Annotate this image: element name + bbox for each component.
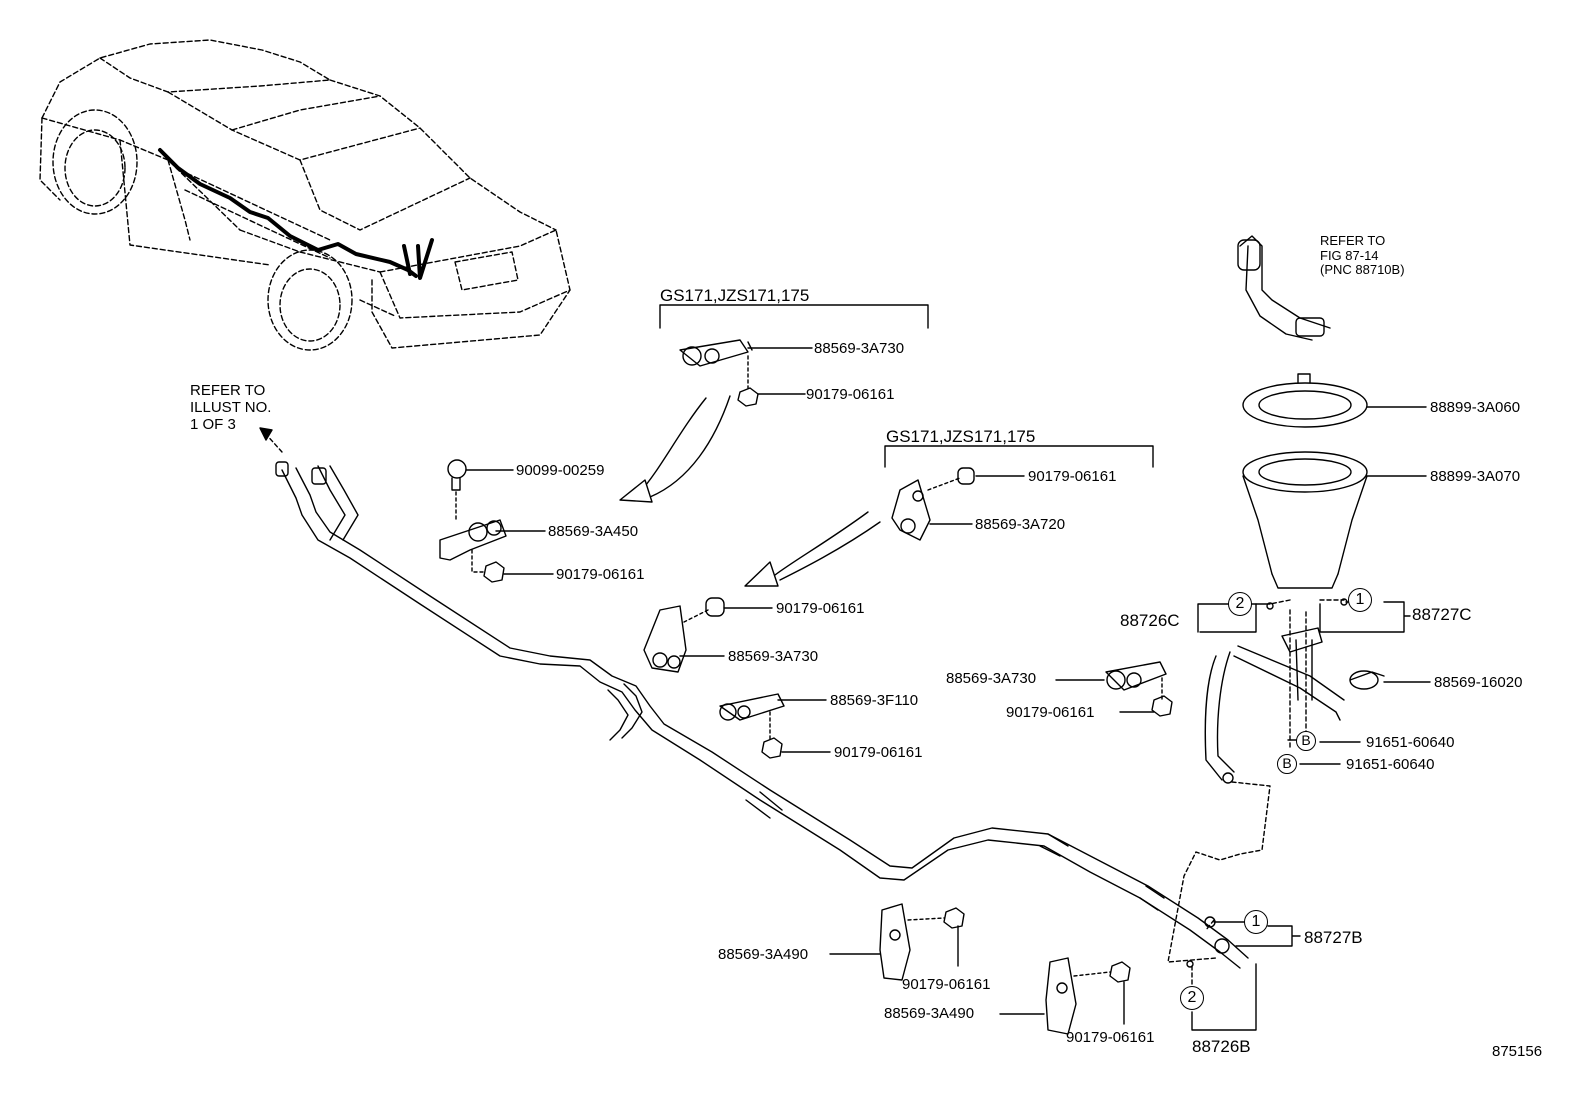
part-90179-06161-h[interactable]: 90179-06161	[1066, 1029, 1155, 1046]
fuel-inlet-hose	[1237, 235, 1331, 341]
refer-illust-label: REFER TO ILLUST NO. 1 OF 3	[190, 382, 272, 433]
part-88726B[interactable]: 88726B	[1192, 1037, 1251, 1056]
refer-arrowhead	[259, 427, 273, 441]
part-90179-06161-g[interactable]: 90179-06161	[902, 976, 991, 993]
refer-fig-label: REFER TO FIG 87-14 (PNC 88710B)	[1320, 233, 1405, 278]
grommet-c	[705, 597, 725, 617]
fuel-pipe-assembly	[275, 461, 1249, 969]
dashed-leaders-right	[1167, 599, 1345, 987]
part-88899-3A060[interactable]: 88899-3A060	[1430, 399, 1521, 416]
marker-2-upper: 2	[1228, 592, 1252, 616]
part-88727B[interactable]: 88727B	[1304, 928, 1363, 947]
nut-b	[483, 561, 505, 583]
part-90179-06161-f[interactable]: 90179-06161	[1006, 704, 1095, 721]
part-90179-06161-a[interactable]: 90179-06161	[806, 386, 895, 403]
part-88569-3A730-a[interactable]: 88569-3A730	[814, 340, 905, 357]
marker-2-lower: 2	[1180, 986, 1204, 1010]
part-91651-60640-a[interactable]: 91651-60640	[1366, 734, 1455, 751]
protector-3A070	[1242, 451, 1368, 589]
clip-3A730-a	[679, 339, 753, 367]
part-88569-3A450[interactable]: 88569-3A450	[548, 523, 639, 540]
part-88569-3A730-b[interactable]: 88569-3A730	[728, 648, 819, 665]
model-group-brackets	[659, 304, 1154, 468]
part-91651-60640-b[interactable]: 91651-60640	[1346, 756, 1435, 773]
clip-3A720	[891, 479, 931, 541]
nut-g	[943, 907, 965, 929]
leader-lines	[465, 347, 1431, 1031]
part-90179-06161-e[interactable]: 90179-06161	[834, 744, 923, 761]
clip-3A730-c	[1105, 661, 1167, 691]
part-88569-3A490-b[interactable]: 88569-3A490	[884, 1005, 975, 1022]
illustration-number: 875156	[1492, 1043, 1543, 1060]
grommet-d	[957, 467, 975, 485]
clip-3A490-a	[879, 903, 911, 981]
part-88569-16020[interactable]: 88569-16020	[1434, 674, 1523, 691]
part-88569-3A730-c[interactable]: 88569-3A730	[946, 670, 1037, 687]
nut-f	[1151, 695, 1173, 717]
part-88569-3A490-a[interactable]: 88569-3A490	[718, 946, 809, 963]
clip-3A730-b	[643, 605, 687, 673]
bolt-00259	[447, 459, 467, 491]
marker-b-upper: B	[1296, 731, 1316, 751]
model-group-label-2: GS171,JZS171,175	[886, 427, 1036, 446]
marker-b-lower: B	[1277, 754, 1297, 774]
band-clip-16020	[1349, 670, 1385, 690]
part-88569-3A720[interactable]: 88569-3A720	[975, 516, 1066, 533]
part-88727C[interactable]: 88727C	[1412, 605, 1472, 624]
part-90099-00259[interactable]: 90099-00259	[516, 462, 605, 479]
filler-pipe-connection	[1204, 627, 1345, 784]
car-illustration	[39, 39, 571, 351]
marker-1-upper: 1	[1348, 588, 1372, 612]
part-90179-06161-c[interactable]: 90179-06161	[776, 600, 865, 617]
nut-e	[761, 737, 783, 759]
pointer-arrows	[619, 395, 881, 587]
part-90179-06161-b[interactable]: 90179-06161	[556, 566, 645, 583]
clip-3A450	[439, 519, 507, 561]
part-88899-3A070[interactable]: 88899-3A070	[1430, 468, 1521, 485]
clip-3F110	[719, 693, 785, 721]
clip-3A490-b	[1045, 957, 1077, 1035]
nut-h	[1109, 961, 1131, 983]
retainer-ring-3A060	[1242, 373, 1368, 428]
car-fuel-line	[158, 148, 434, 280]
model-group-label-1: GS171,JZS171,175	[660, 286, 810, 305]
part-90179-06161-d[interactable]: 90179-06161	[1028, 468, 1117, 485]
part-88726C[interactable]: 88726C	[1120, 611, 1180, 630]
marker-1-lower: 1	[1244, 910, 1268, 934]
nut-a	[737, 387, 759, 407]
part-88569-3F110[interactable]: 88569-3F110	[830, 692, 919, 709]
